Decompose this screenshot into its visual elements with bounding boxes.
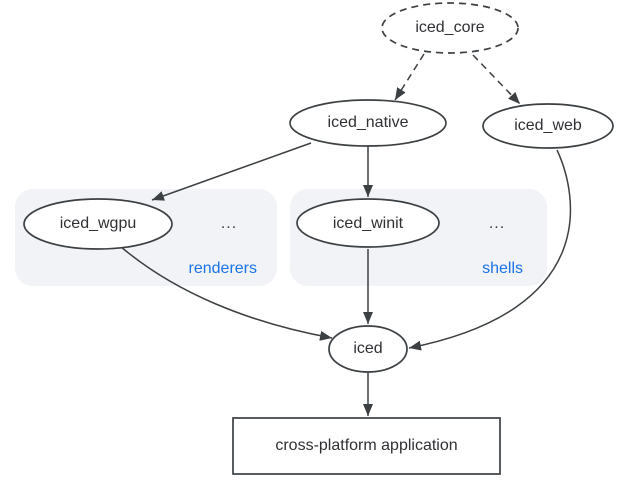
edge-iced_wgpu-to-iced: [119, 245, 333, 341]
node-shape-iced_web: [482, 103, 614, 149]
edges: [119, 53, 572, 416]
node-shape-iced_core: [381, 2, 519, 54]
node-shape-iced_native: [289, 99, 447, 147]
node-shape-iced: [328, 325, 408, 373]
nodes: [23, 2, 614, 475]
node-shape-application: [232, 417, 501, 475]
edge-iced_core-to-iced_web: [472, 54, 521, 105]
node-shape-iced_winit: [296, 198, 440, 248]
node-shape-iced_wgpu: [23, 198, 173, 250]
edge-iced_core-to-iced_native: [394, 53, 425, 101]
edge-iced_native-to-iced_wgpu: [151, 142, 312, 201]
edge-iced_web-to-iced: [408, 149, 572, 351]
